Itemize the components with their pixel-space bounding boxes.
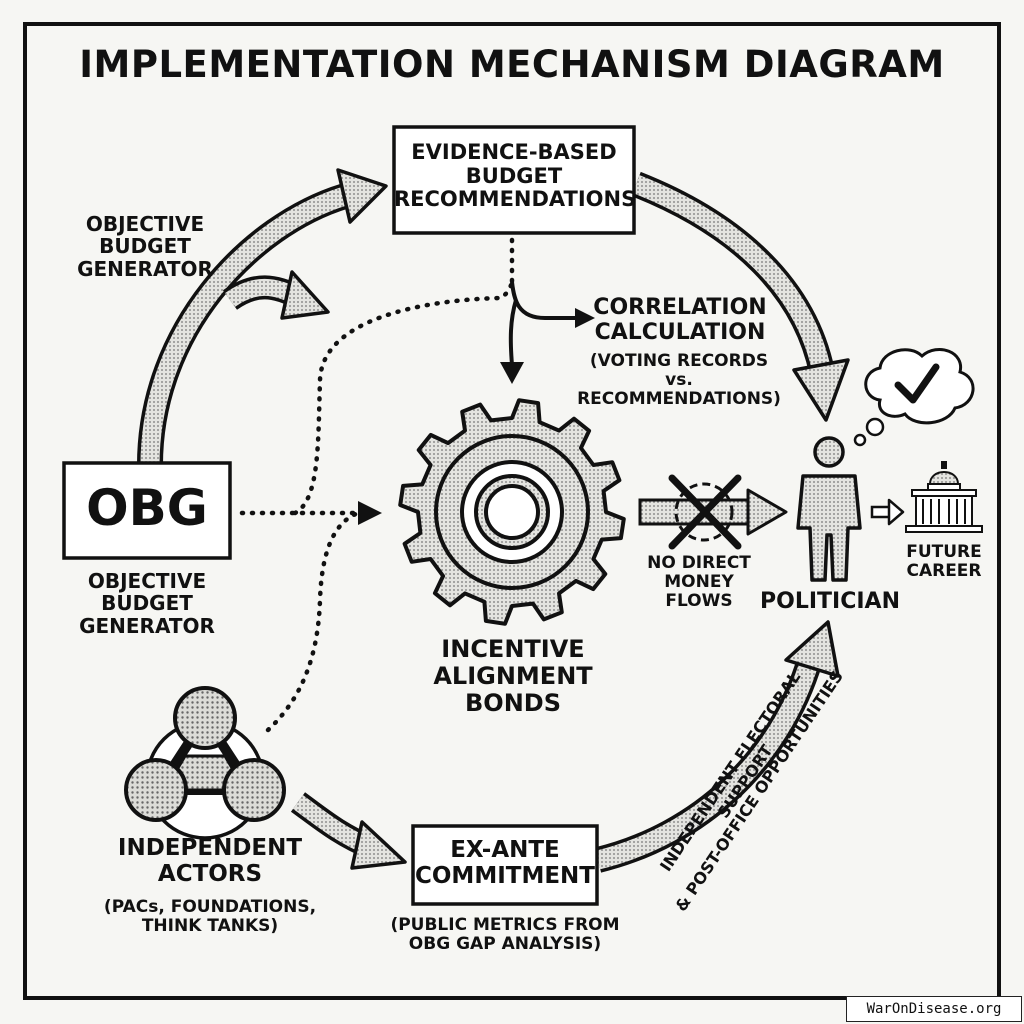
actors-line-1: INDEPENDENT [117, 835, 303, 861]
correlation-sub-line-2: vs. RECOMMENDATIONS) [577, 370, 781, 410]
exante-sub: (PUBLIC METRICS FROM OBG GAP ANALYSIS) [385, 915, 625, 955]
person-icon [796, 436, 862, 582]
edge-obg-line-1: OBJECTIVE [85, 212, 205, 236]
arrow-exante-to-politician [594, 620, 840, 873]
capitol-building-icon [905, 461, 983, 533]
exante-sub-line-1: (PUBLIC METRICS FROM [390, 915, 620, 935]
network-icon [124, 686, 286, 840]
arrow-evidence-to-politician [631, 171, 850, 422]
cross-icon [668, 474, 742, 550]
correlation-sub-label: (VOTING RECORDS vs. RECOMMENDATIONS) [566, 351, 792, 410]
dotted-arrowhead-gear [358, 501, 382, 525]
no-money-line-1: NO DIRECT [647, 553, 751, 573]
exante-sub-line-2: OBG GAP ANALYSIS) [408, 934, 602, 955]
obg-abbrev: OBG [86, 479, 208, 537]
exante-line-1: EX-ANTE [450, 837, 560, 863]
edge-obg-line-2: BUDGET [99, 234, 191, 259]
future-career-line-2: CAREER [906, 561, 982, 582]
politician-label: POLITICIAN [760, 589, 900, 614]
watermark-link[interactable]: WarOnDisease.org [846, 996, 1022, 1022]
actors-sub-line-1: (PACs, FOUNDATIONS, [103, 897, 317, 917]
future-career-label: FUTURE CAREER [900, 542, 988, 582]
obg-caption-line-3: GENERATOR [79, 613, 215, 638]
evidence-line-2: BUDGET [465, 163, 563, 188]
no-money-label: NO DIRECT MONEY FLOWS [628, 553, 770, 612]
correlation-line-2: CALCULATION [594, 319, 766, 345]
gear-hub [484, 484, 540, 540]
edge-obg-line-3: GENERATOR [77, 256, 213, 281]
arrow-obg-branch [222, 270, 330, 320]
arrow-correlation-split [500, 281, 595, 384]
dotted-connectors [239, 237, 515, 733]
incentive-label: INCENTIVE ALIGNMENT BONDS [418, 636, 608, 717]
incentive-line-3: BONDS [465, 688, 561, 717]
obg-caption: OBJECTIVE BUDGET GENERATOR [72, 569, 222, 638]
exante-box-label: EX-ANTE COMMITMENT [413, 837, 597, 890]
arrow-to-career [870, 498, 905, 526]
no-money-line-2: MONEY FLOWS [664, 572, 734, 612]
actors-line-2: ACTORS [157, 860, 263, 887]
obg-caption-line-2: BUDGET [101, 591, 193, 616]
actors-sub-line-2: THINK TANKS) [141, 916, 279, 937]
evidence-box-label: EVIDENCE-BASED BUDGET RECOMMENDATIONS [394, 140, 637, 212]
obg-caption-line-1: OBJECTIVE [87, 569, 207, 593]
correlation-sub-line-1: (VOTING RECORDS [589, 351, 769, 371]
evidence-line-3: RECOMMENDATIONS [394, 187, 637, 212]
correlation-line-1: CORRELATION [593, 295, 767, 320]
independent-actors-label: INDEPENDENT ACTORS [100, 835, 320, 888]
evidence-box [392, 125, 636, 235]
exante-line-2: COMMITMENT [415, 862, 595, 889]
exante-box [411, 824, 599, 906]
incentive-line-1: INCENTIVE [441, 635, 585, 663]
page-title: IMPLEMENTATION MECHANISM DIAGRAM [79, 43, 945, 86]
checkmark-icon [894, 363, 940, 404]
edge-label-obg-to-evidence: OBJECTIVE BUDGET GENERATOR [70, 212, 220, 281]
independent-actors-sub: (PACs, FOUNDATIONS, THINK TANKS) [90, 897, 330, 937]
future-career-line-1: FUTURE [906, 542, 982, 562]
gear-icon [398, 398, 626, 626]
evidence-line-1: EVIDENCE-BASED [411, 140, 617, 164]
arrow-obg-to-evidence [137, 168, 388, 466]
incentive-line-2: ALIGNMENT [433, 661, 593, 690]
arrow-actors-to-exante [290, 792, 407, 870]
correlation-label: CORRELATION CALCULATION [585, 295, 775, 345]
obg-box [62, 461, 232, 560]
